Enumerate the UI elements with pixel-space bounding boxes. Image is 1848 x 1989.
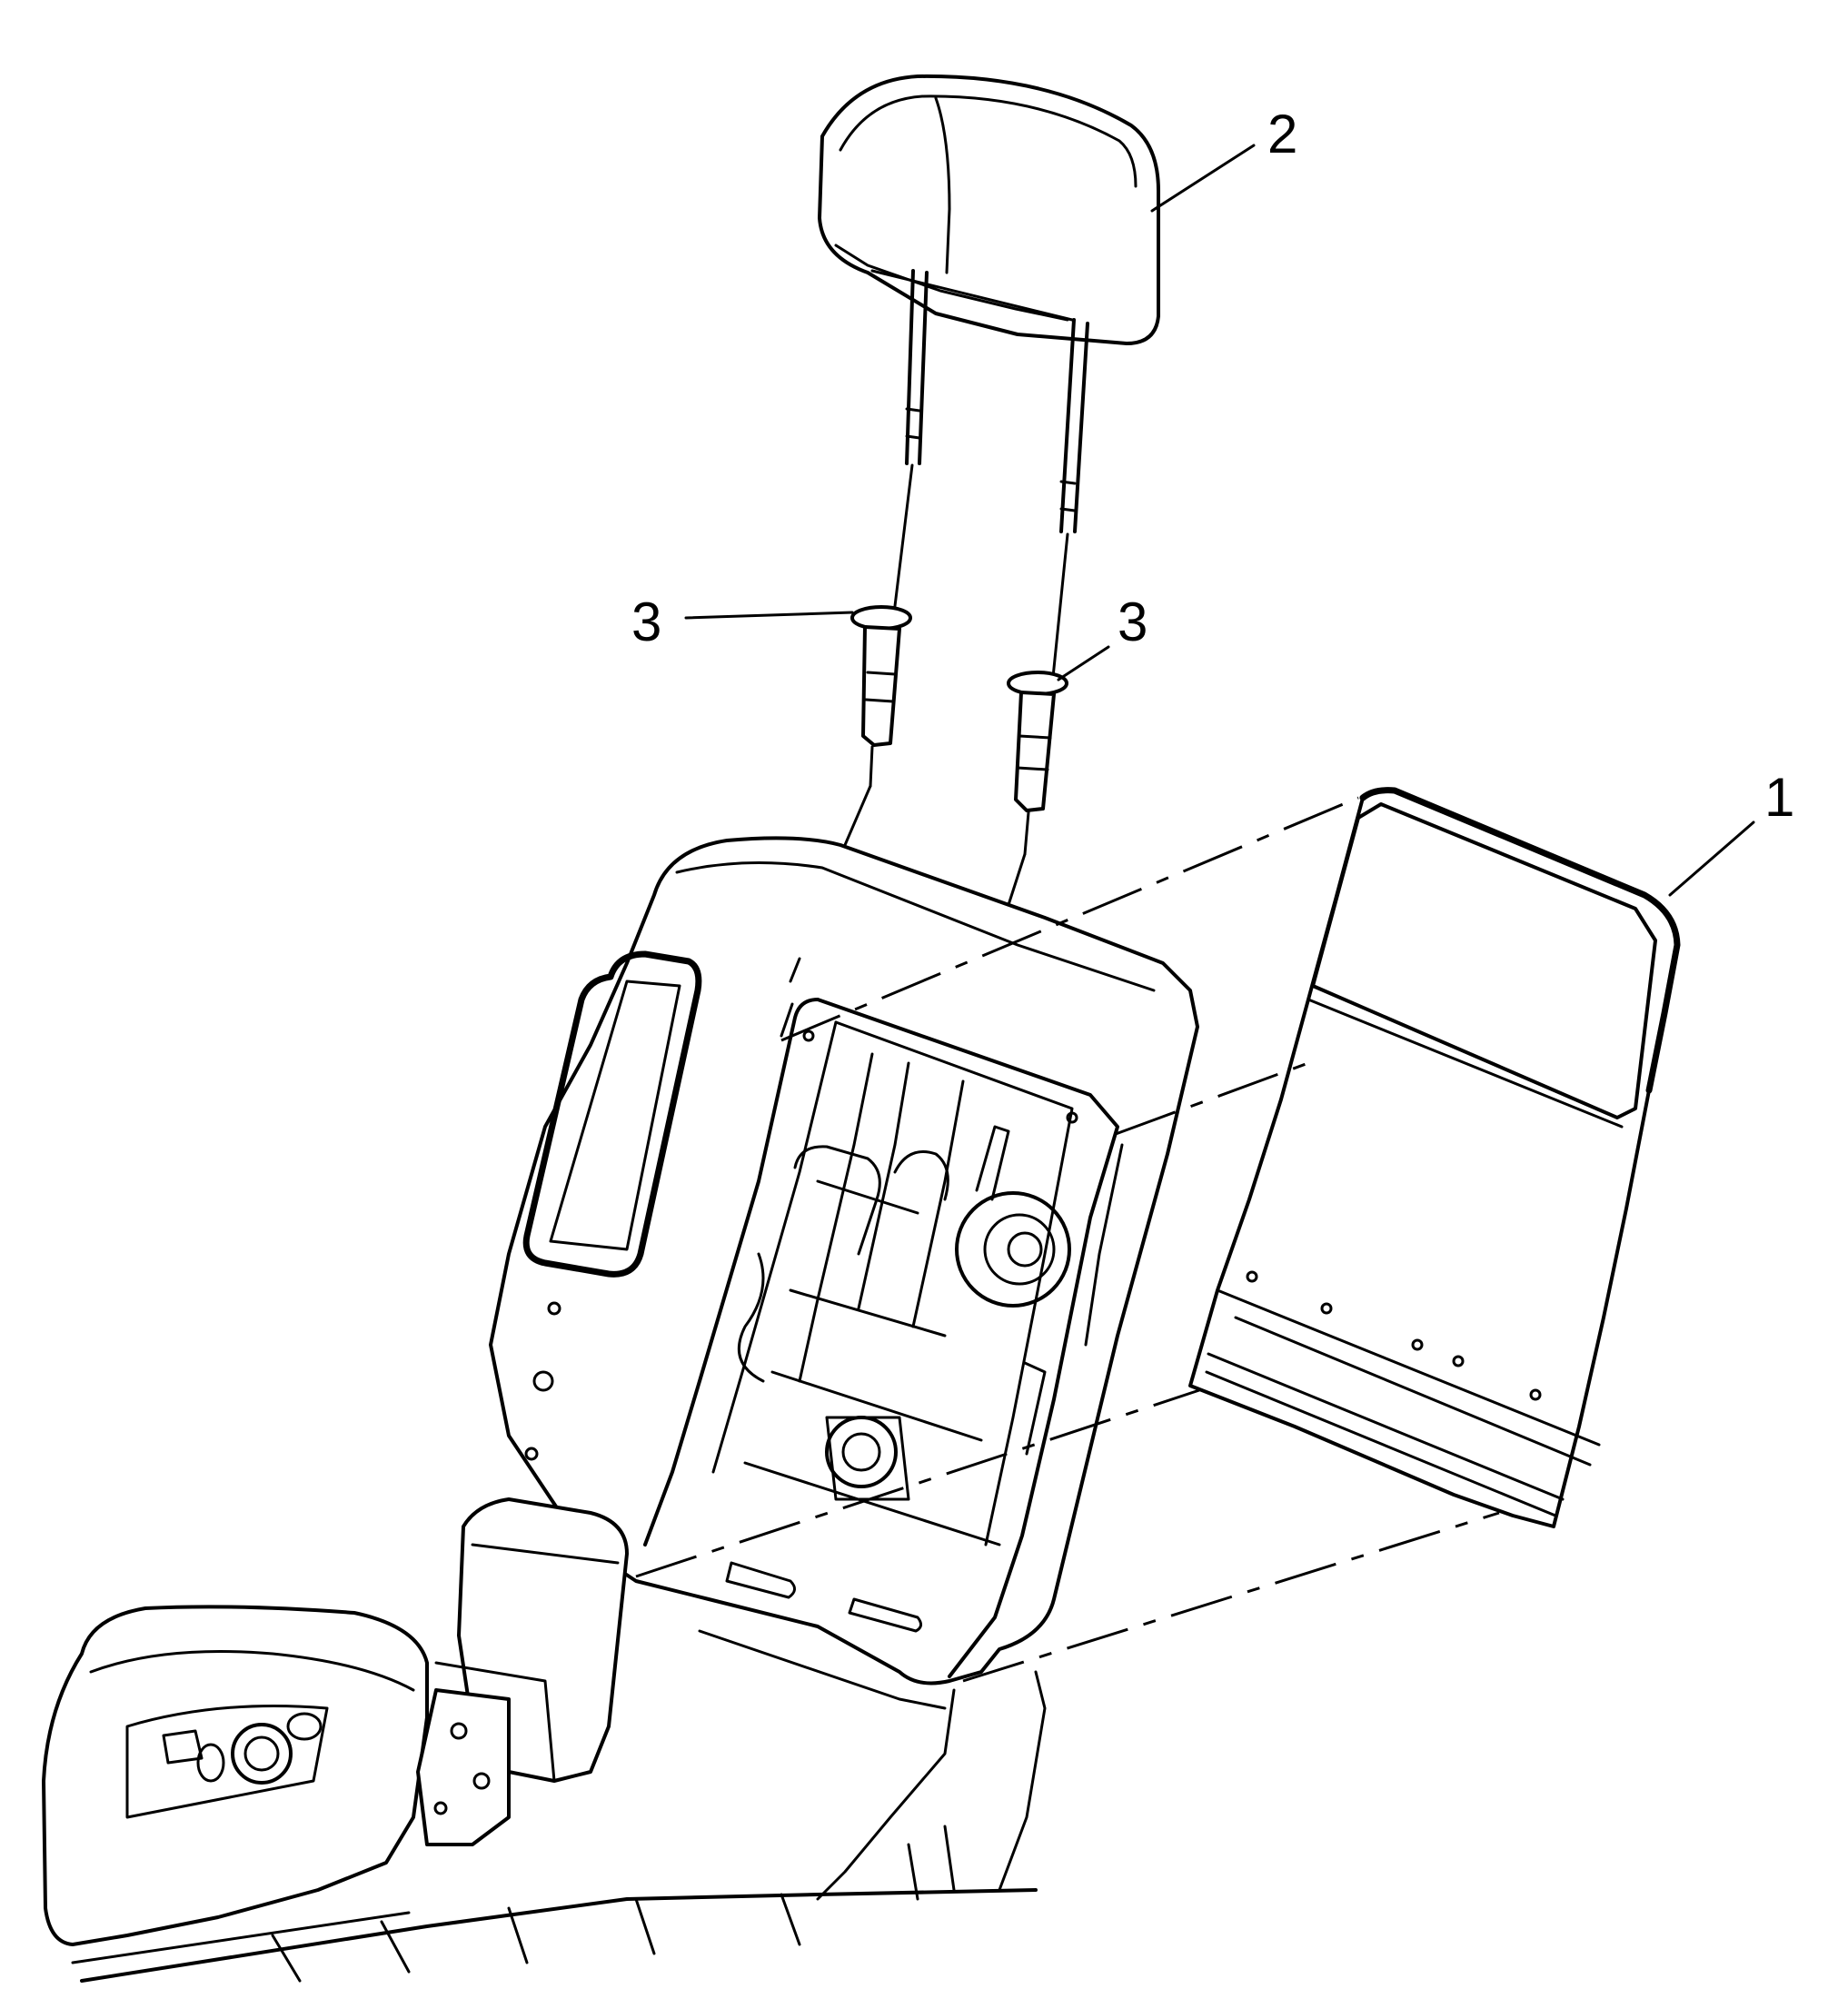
headrest-guide-left: [850, 605, 912, 788]
headrest: [818, 74, 1160, 688]
seat-cushion-and-hinge: [42, 1497, 1047, 1983]
leader-1: [1668, 820, 1755, 897]
leader-3a: [684, 611, 854, 620]
seatback-frame: [489, 836, 1199, 1710]
leader-2: [1150, 144, 1256, 213]
callout-label-3-left: 3: [631, 592, 661, 652]
callout-leaders: [684, 144, 1755, 897]
callout-label-2: 2: [1267, 104, 1297, 164]
headrest-guide-right: [1007, 671, 1068, 856]
guide-right-extension: [1005, 852, 1027, 912]
callout-label-3-right: 3: [1118, 592, 1148, 652]
explosion-lines: [635, 796, 1500, 1683]
guide-left-extension: [843, 784, 872, 847]
seat-back-panel: [1188, 787, 1681, 1528]
leader-3b: [1057, 645, 1110, 681]
callout-label-1: 1: [1764, 767, 1794, 828]
